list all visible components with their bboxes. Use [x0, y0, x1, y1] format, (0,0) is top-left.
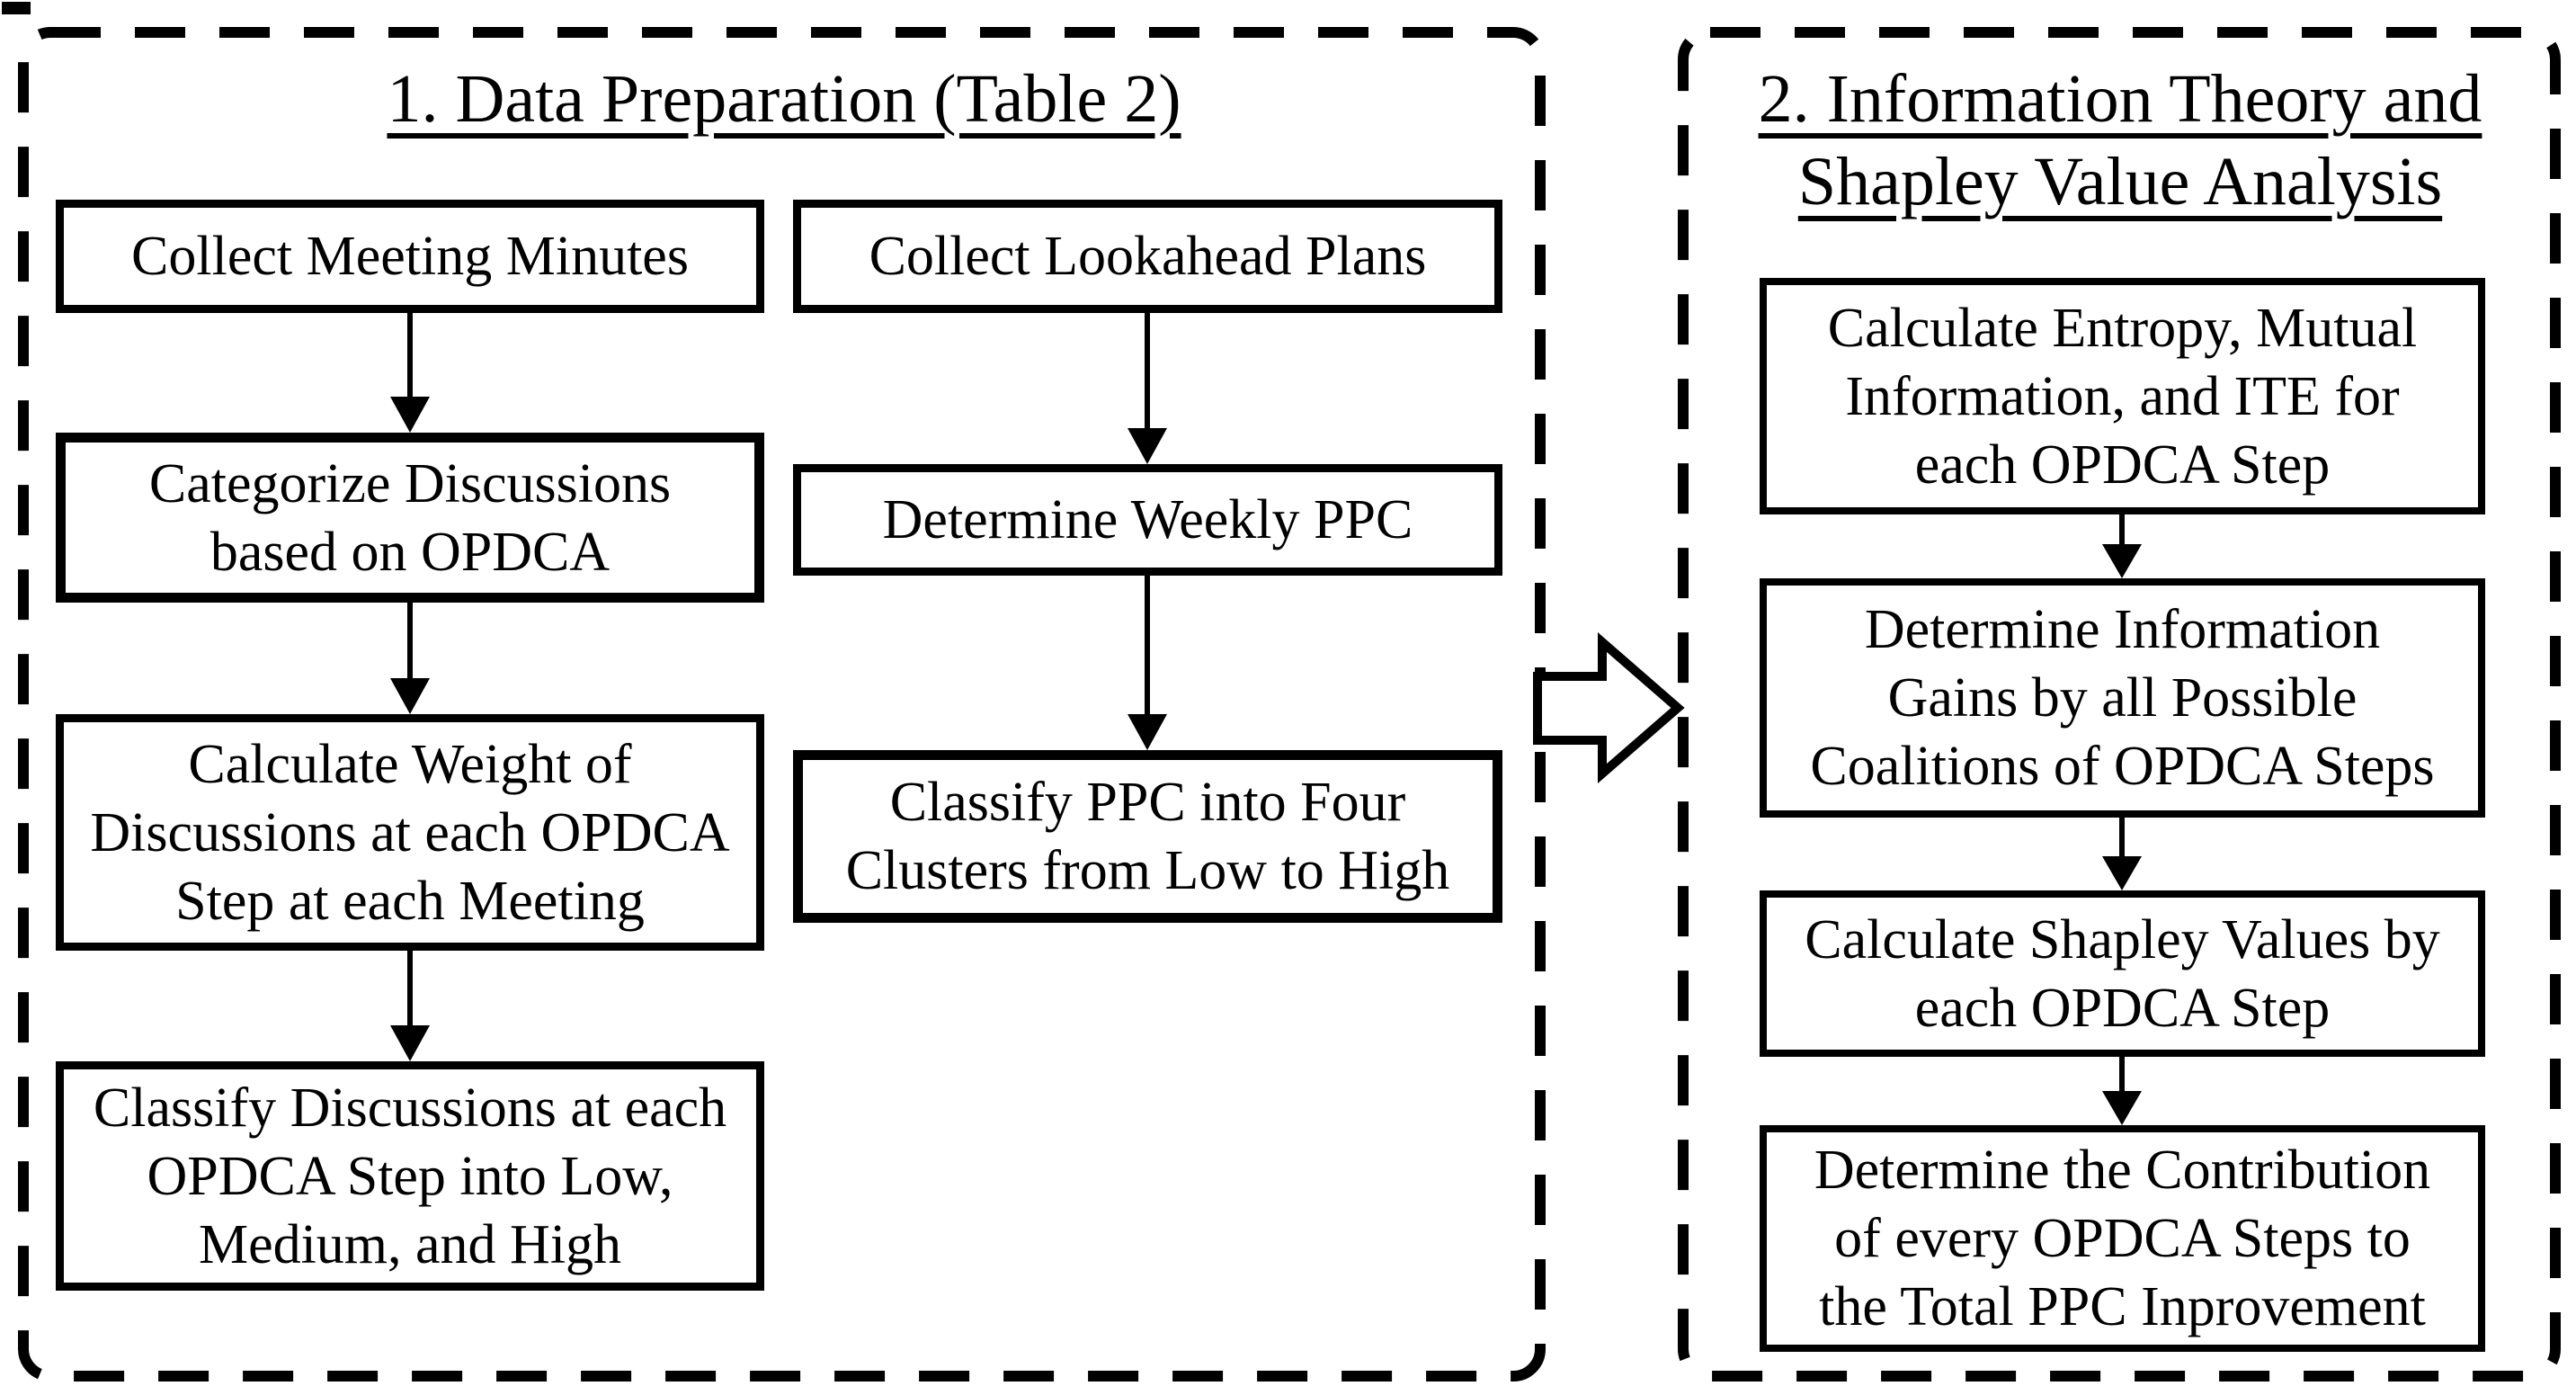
flow-arrow-shapley-to-contribution: [2102, 1057, 2142, 1125]
flow-arrow-meeting-to-categorize: [390, 313, 430, 433]
box-classify-discussions: Classify Discussions at each OPDCA Step …: [56, 1061, 764, 1291]
flow-arrow-gains-to-shapley: [2102, 818, 2142, 890]
box-calculate-entropy: Calculate Entropy, Mutual Information, a…: [1760, 278, 2485, 514]
flow-arrow-weight-to-classify: [390, 951, 430, 1061]
box-collect-lookahead-plans: Collect Lookahead Plans: [793, 200, 1502, 313]
flow-arrow-ppc-to-cluster: [1128, 576, 1167, 750]
section-transition-arrow-icon: [1533, 632, 1685, 783]
box-shapley-values: Calculate Shapley Values by each OPDCA S…: [1760, 890, 2485, 1057]
analysis-title: 2. Information Theory and Shapley Value …: [1758, 61, 2482, 219]
scan-artifact-mark: [2, 2, 31, 14]
box-categorize-discussions: Categorize Discussions based on OPDCA: [56, 433, 764, 603]
flow-arrow-categorize-to-weight: [390, 603, 430, 714]
box-information-gains: Determine Information Gains by all Possi…: [1760, 578, 2485, 818]
box-classify-ppc-clusters: Classify PPC into Four Clusters from Low…: [793, 750, 1502, 923]
box-calculate-weight: Calculate Weight of Discussions at each …: [56, 714, 764, 951]
flow-arrow-lookahead-to-ppc: [1128, 313, 1167, 464]
box-collect-meeting-minutes: Collect Meeting Minutes: [56, 200, 764, 313]
box-opdca-contribution: Determine the Contribution of every OPDC…: [1760, 1125, 2485, 1352]
flow-arrow-entropy-to-gains: [2102, 514, 2142, 578]
data-preparation-title: 1. Data Preparation (Table 2): [387, 61, 1181, 137]
box-determine-weekly-ppc: Determine Weekly PPC: [793, 464, 1502, 576]
